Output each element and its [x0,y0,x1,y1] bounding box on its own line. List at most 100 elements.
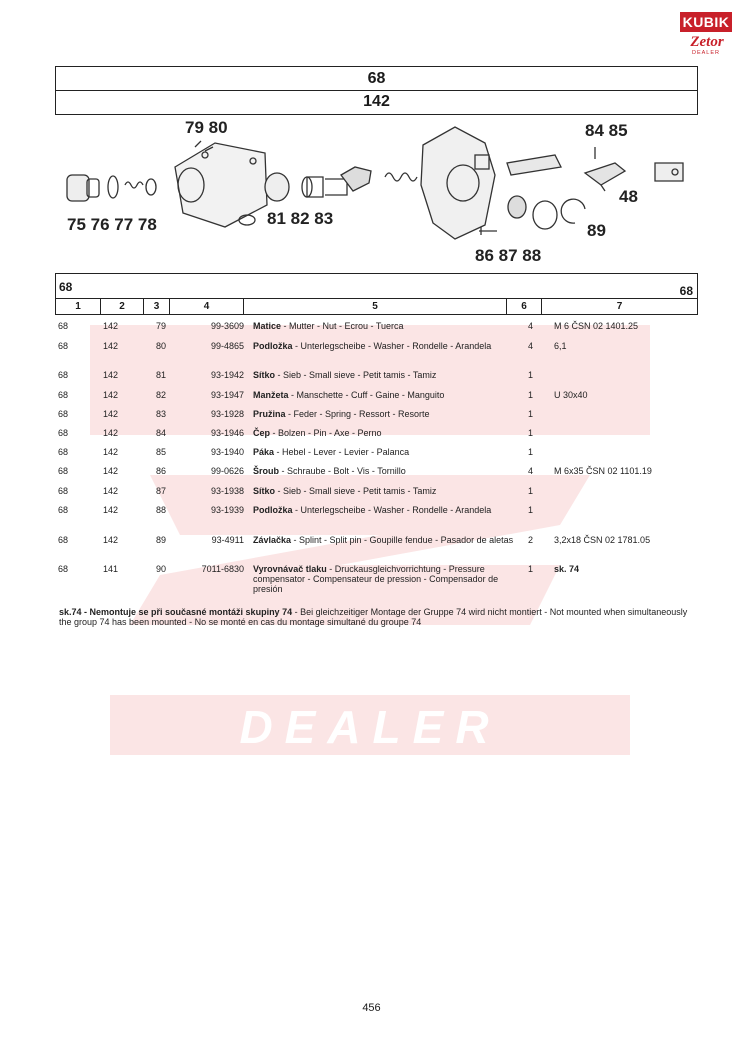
part-translations: - Sieb - Small sieve - Petit tamis - Tam… [275,370,437,380]
label-81-83: 81 82 83 [267,209,334,228]
cell-note: 6,1 [554,341,567,351]
cell-quantity: 1 [528,428,534,438]
cell-description: Páka - Hebel - Lever - Levier - Palanca [253,447,515,457]
label-79-80: 79 80 [185,118,228,137]
col-header-2: 2 [101,299,144,314]
col-header-4: 4 [170,299,244,314]
cell-quantity: 1 [528,505,534,515]
cell-subgroup: 141 [103,564,119,574]
cell-group: 68 [58,321,69,331]
cell-description: Vyrovnávač tlaku - Druckausgleichvorrich… [253,564,515,594]
cell-part-number: 93-1938 [210,486,244,496]
cell-subgroup: 142 [103,428,119,438]
cell-part-number: 99-3609 [210,321,244,331]
part-translations: - Hebel - Lever - Levier - Palanca [274,447,410,457]
col-header-1: 1 [56,299,101,314]
footnote: sk.74 - Nemontuje se při současné montáž… [59,607,689,627]
label-75-78: 75 76 77 78 [67,215,157,234]
cell-description: Čep - Bolzen - Pin - Axe - Perno [253,428,515,438]
cell-position: 79 [156,321,167,331]
cell-quantity: 1 [528,390,534,400]
cell-quantity: 1 [528,370,534,380]
part-name: Sítko [253,370,276,380]
part-name: Manžeta [253,390,289,400]
cell-quantity: 2 [528,535,534,545]
cell-position: 89 [156,535,167,545]
cell-note: M 6x35 ČSN 02 1101.19 [554,466,652,476]
cell-position: 82 [156,390,167,400]
cell-position: 90 [156,564,167,574]
cell-subgroup: 142 [103,447,119,457]
cell-group: 68 [58,535,69,545]
parts-drawing [66,126,684,240]
cell-quantity: 4 [528,321,534,331]
cell-group: 68 [58,409,69,419]
cell-subgroup: 142 [103,321,119,331]
cell-group: 68 [58,370,69,380]
part-name: Vyrovnávač tlaku [253,564,327,574]
kubik-zetor-logo: KUBIK Zetor DEALER [680,12,732,58]
cell-subgroup: 142 [103,390,119,400]
part-translations: - Bolzen - Pin - Axe - Perno [270,428,382,438]
cell-position: 80 [156,341,167,351]
cell-note: U 30x40 [554,390,588,400]
footnote-text: - Bei gleichzeitiger Montage der Gruppe … [59,607,688,627]
footnote-bold: sk.74 - Nemontuje se při současné montáž… [59,607,293,617]
cell-part-number: 93-1928 [210,409,244,419]
page-number: 456 [362,1002,381,1014]
cell-part-number: 99-0626 [210,466,244,476]
cell-quantity: 1 [528,486,534,496]
cell-position: 86 [156,466,167,476]
part-translations: - Druckausgleichvorrichtung - Pressure c… [253,564,499,594]
part-translations: - Splint - Split pin - Goupille fendue -… [291,535,514,545]
cell-position: 87 [156,486,167,496]
part-name: Podložka [253,341,293,351]
cell-subgroup: 142 [103,409,119,419]
group-header: 68 142 [55,66,698,115]
cell-group: 68 [58,390,69,400]
cell-description: Podložka - Unterlegscheibe - Washer - Ro… [253,341,515,351]
part-name: Šroub [253,466,279,476]
cell-quantity: 1 [528,409,534,419]
cell-part-number: 99-4865 [210,341,244,351]
table-group-left: 68 [59,280,73,294]
label-48: 48 [619,187,638,206]
cell-part-number: 7011-6830 [201,564,244,574]
cell-note: M 6 ČSN 02 1401.25 [554,321,639,331]
cell-group: 68 [58,341,69,351]
cell-group: 68 [58,428,69,438]
cell-description: Manžeta - Manschette - Cuff - Gaine - Ma… [253,390,515,400]
cell-position: 88 [156,505,167,515]
cell-part-number: 93-4911 [211,535,244,545]
logo-sub: DEALER [691,50,720,56]
table-group-right: 68 [679,284,693,298]
cell-description: Matice - Mutter - Nut - Ecrou - Tuerca [253,321,515,331]
part-name: Čep [253,428,271,438]
cell-group: 68 [58,486,69,496]
cell-subgroup: 142 [103,535,119,545]
cell-description: Závlačka - Splint - Split pin - Goupille… [253,535,515,545]
cell-group: 68 [58,505,69,515]
cell-position: 84 [156,428,167,438]
label-89: 89 [587,221,606,240]
cell-part-number: 93-1942 [210,370,244,380]
part-translations: - Sieb - Small sieve - Petit tamis - Tam… [275,486,437,496]
cell-subgroup: 142 [103,466,119,476]
cell-position: 81 [156,370,167,380]
cell-description: Sítko - Sieb - Small sieve - Petit tamis… [253,370,515,380]
part-name: Podložka [253,505,293,515]
cell-group: 68 [58,564,69,574]
cell-part-number: 93-1940 [210,447,244,457]
cell-description: Sítko - Sieb - Small sieve - Petit tamis… [253,486,515,496]
part-translations: - Manschette - Cuff - Gaine - Manguito [288,390,445,400]
cell-subgroup: 142 [103,370,119,380]
part-translations: - Mutter - Nut - Ecrou - Tuerca [281,321,404,331]
cell-part-number: 93-1939 [210,505,244,515]
column-headers: 1 2 3 4 5 6 7 [56,298,697,314]
cell-group: 68 [58,466,69,476]
cell-position: 83 [156,409,167,419]
label-84-85: 84 85 [585,121,628,140]
cell-subgroup: 142 [103,486,119,496]
cell-description: Pružina - Feder - Spring - Ressort - Res… [253,409,515,419]
cell-subgroup: 142 [103,505,119,515]
